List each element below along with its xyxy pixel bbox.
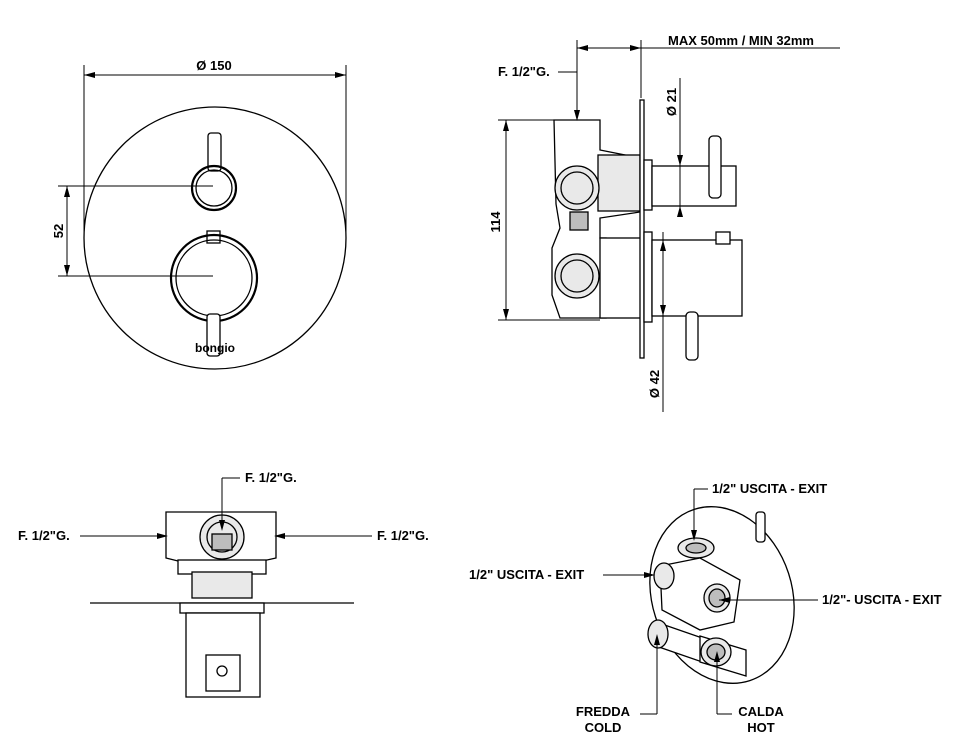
logo-text: bongio [195,341,235,355]
large-spindle [651,239,743,317]
large-lever-side [685,311,699,361]
top-inlet-core [211,533,233,551]
front-view: bongio Ø 150 52 [51,58,347,370]
iso-left-outlet [653,562,675,590]
arrowhead [503,309,509,320]
left-inlet-label: F. 1/2"G. [18,528,70,543]
iso-view: 1/2" USCITA - EXIT 1/2" USCITA - EXIT 1/… [469,481,942,735]
arrowhead [660,305,666,316]
small-lever-side [708,135,722,199]
small-lever [207,132,222,172]
spacing-label: 52 [51,224,66,238]
top-valve-nut [191,571,253,599]
top-view: F. 1/2"G. F. 1/2"G. F. 1/2"G. [18,470,429,698]
inlet-label: F. 1/2"G. [498,64,550,79]
large-lever-top [206,230,221,244]
top-lever-hole [216,665,228,677]
arrowhead [157,533,168,539]
top-flange [179,602,265,614]
small-knob [190,164,238,212]
iso-lever-top [755,511,766,543]
lower-inlet-inner [560,259,594,293]
arrowhead [577,45,588,51]
upper-inlet-inner [560,171,594,205]
arrowhead [64,265,70,276]
arrowhead [660,240,666,251]
hot-label-en: HOT [747,720,775,735]
left-exit-label: 1/2" USCITA - EXIT [469,567,584,582]
arrowhead [691,530,697,541]
wall-plate [639,99,645,359]
cold-label-it: FREDDA [576,704,631,719]
depth-label: MAX 50mm / MIN 32mm [668,33,814,48]
right-exit-label: 1/2"- USCITA - EXIT [822,592,942,607]
arrowhead [219,520,225,531]
arrowhead [574,110,580,121]
arrowhead [335,72,346,78]
iso-right-outlet-inner [708,588,726,608]
large-knob [169,233,259,323]
diameter-label: Ø 150 [196,58,231,73]
cover-plate [83,106,347,370]
large-diameter-label: Ø 42 [647,370,662,398]
cold-label-en: COLD [585,720,622,735]
upper-nut [597,154,641,212]
arrowhead [644,572,655,578]
large-lever-bottom [206,313,221,357]
wall-plate-flange [643,159,653,211]
arrowhead [677,206,683,217]
top-lever [205,654,241,692]
arrowhead [677,155,683,166]
arrowhead [274,533,285,539]
small-knob-inner [195,169,233,207]
iso-top-outlet-inner [685,542,707,554]
large-knob-inner [175,239,253,317]
small-diameter-label: Ø 21 [664,88,679,116]
hot-label-it: CALDA [738,704,784,719]
side-view: MAX 50mm / MIN 32mm F. 1/2"G. 114 Ø 21 Ø… [488,33,840,412]
arrowhead [64,186,70,197]
top-exit-label: 1/2" USCITA - EXIT [712,481,827,496]
large-lever-stub [715,231,731,245]
middle-joint [569,211,589,231]
arrowhead [84,72,95,78]
arrowhead [630,45,641,51]
iso-cold-end [647,619,669,649]
right-inlet-label: F. 1/2"G. [377,528,429,543]
small-spindle [651,165,737,207]
large-flange [643,231,653,323]
height-label: 114 [488,211,503,233]
arrowhead [714,651,720,662]
arrowhead [503,120,509,131]
top-inlet-label: F. 1/2"G. [245,470,297,485]
arrowhead [654,634,660,645]
arrowhead [719,597,730,603]
